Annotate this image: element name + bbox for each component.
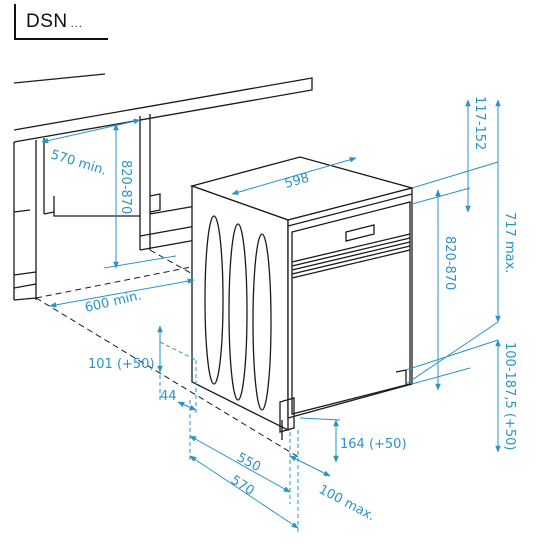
- label-appliance-height: 820-870: [442, 236, 457, 290]
- label-niche-height: 820-870: [118, 160, 133, 214]
- label-foot-range: 100-187,5 (+50): [502, 342, 517, 450]
- brand-suffix: ...: [70, 18, 83, 30]
- dishwasher: [189, 156, 415, 440]
- label-plinth-offset: 101 (+50): [88, 357, 155, 372]
- label-plinth-gap: 44: [160, 389, 177, 404]
- brand-tag: DSN...: [14, 4, 108, 40]
- brand-name-text: DSN: [26, 11, 68, 32]
- label-max-height: 717 max.: [502, 212, 517, 273]
- label-door-clearance: 100 max.: [316, 482, 377, 524]
- label-top-range: 117-152: [472, 96, 487, 150]
- brand-name: DSN...: [26, 11, 83, 33]
- label-niche-width: 600 min.: [84, 288, 143, 316]
- dimension-lines: [41, 99, 501, 534]
- label-plinth-height: 164 (+50): [340, 437, 407, 452]
- label-appliance-width: 598: [283, 171, 311, 192]
- label-niche-depth: 570 min.: [49, 147, 108, 178]
- label-depth-570: 570: [228, 473, 257, 499]
- label-depth-550: 550: [234, 450, 263, 475]
